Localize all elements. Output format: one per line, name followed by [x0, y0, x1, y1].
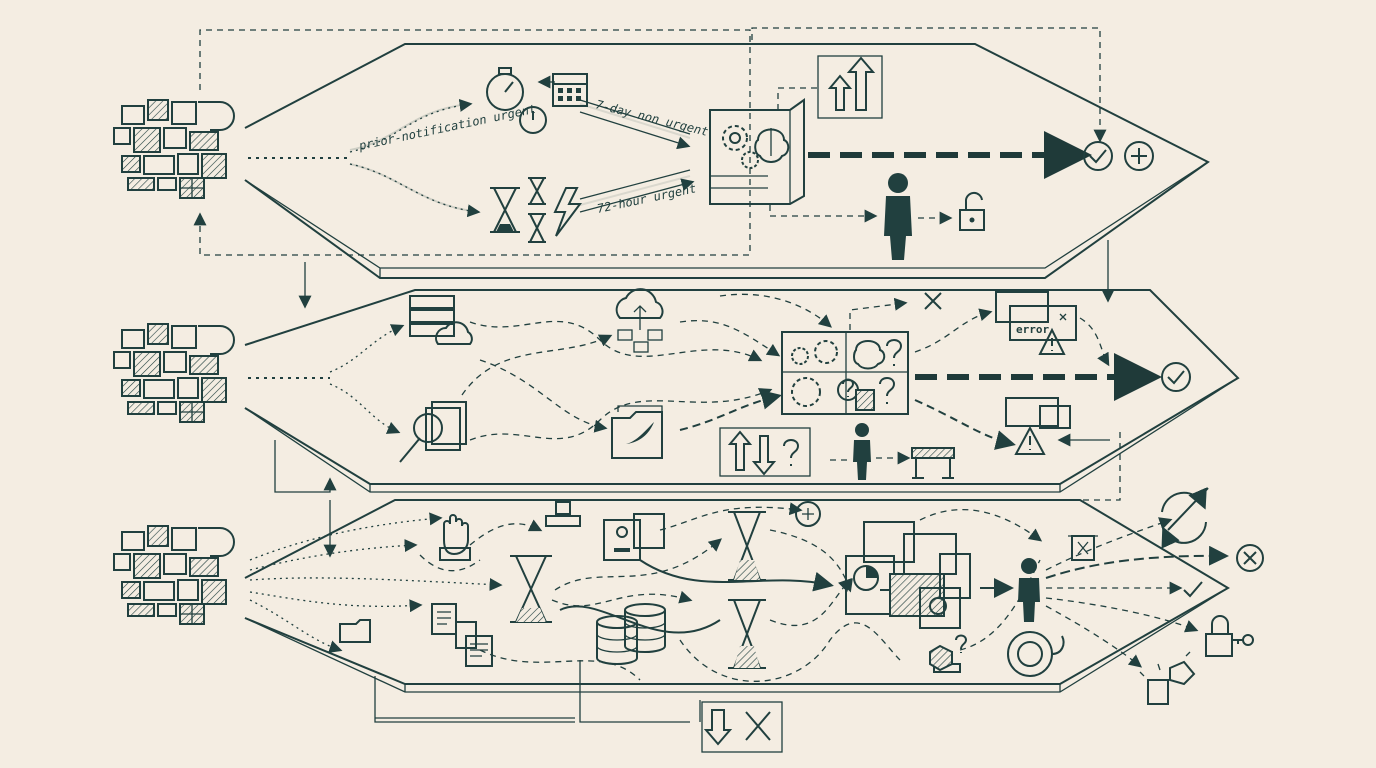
person-icon [1018, 558, 1040, 622]
raised-hand-icon [439, 514, 471, 561]
broken-box-icon [1139, 651, 1196, 705]
label-7-day: 7-day non urgent [594, 97, 710, 139]
stamp-icon [603, 513, 665, 561]
folder-leaf-icon [611, 405, 663, 459]
hourglass-icon [490, 177, 546, 243]
lane-bottom [244, 499, 1230, 723]
plus-icon [1124, 141, 1154, 171]
label-error: error [1016, 323, 1049, 336]
magnifier-docs-icon [399, 401, 467, 463]
cross-icon [924, 292, 942, 310]
person-icon [884, 173, 912, 260]
arrow-72-hour [579, 175, 691, 206]
gears-brain-icon [845, 521, 971, 629]
gears-brain-icon [781, 331, 909, 415]
cross-icon [1236, 544, 1264, 572]
check-icon [1183, 581, 1203, 598]
unlock-icon [959, 191, 985, 231]
signpost-icon [795, 501, 821, 527]
shapes-cluster-icon [113, 525, 235, 625]
hourglass-icon [510, 511, 766, 669]
shapes-cluster-icon [113, 323, 235, 423]
person-icon [853, 423, 871, 480]
check-icon [1161, 362, 1191, 392]
calendar-icon [552, 73, 588, 107]
lane-middle [244, 289, 1240, 558]
lane-top [193, 27, 1210, 309]
question-icon [955, 634, 968, 653]
flow-band-lower [349, 163, 479, 213]
flow-band-upper [349, 103, 471, 151]
refresh-icon [1161, 487, 1209, 549]
cube-icon [929, 644, 953, 672]
gears-brain-icon [709, 98, 805, 205]
snake-loop-icon [1007, 631, 1065, 677]
check-icon [1083, 141, 1113, 171]
document-icon [339, 603, 493, 667]
up-down-question-icon [719, 427, 811, 477]
lightning-icon [553, 187, 582, 237]
up-arrows-icon [817, 55, 883, 119]
padlock-key-icon [1205, 615, 1254, 657]
stopwatch-icon [486, 67, 547, 134]
server-stack-icon [409, 295, 473, 345]
trash-icon [1068, 535, 1098, 561]
cloud-icon [615, 288, 664, 353]
down-cross-icon [701, 701, 783, 753]
warning-window-icon: error [995, 291, 1077, 355]
barrier-icon [911, 447, 955, 479]
question-icon [842, 339, 903, 404]
shapes-cluster-icon [113, 99, 235, 199]
arrow-7-day [579, 103, 691, 139]
warning-window-icon [1005, 397, 1071, 455]
